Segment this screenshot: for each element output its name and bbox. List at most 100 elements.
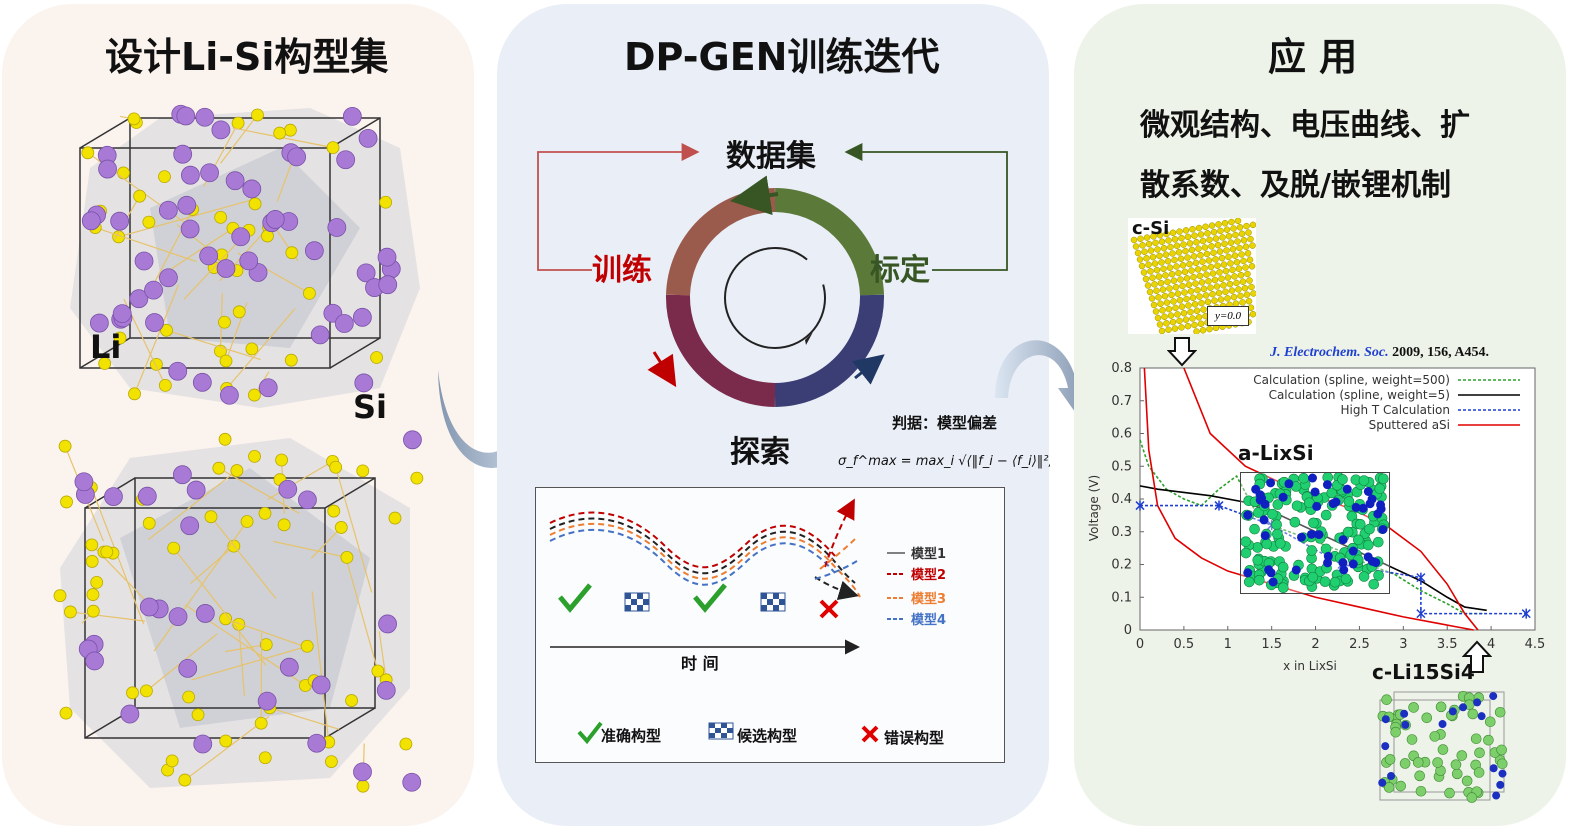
si-atom xyxy=(1387,771,1396,780)
legend-entry: High T Calculation xyxy=(1341,403,1450,417)
li-atom xyxy=(1381,694,1392,705)
si-atom xyxy=(182,690,196,704)
exploration-trajectories: 模型1 模型2 模型3 模型4 时 间 准确构型 候选构型 错误构型 xyxy=(549,498,946,747)
li-atom xyxy=(1467,708,1479,720)
li-atom xyxy=(1429,731,1441,742)
si-atom xyxy=(1179,282,1186,290)
li-atom xyxy=(298,490,317,510)
si-atom xyxy=(345,694,358,707)
si-atom xyxy=(1162,251,1170,258)
si-atom xyxy=(356,779,370,793)
si-atom xyxy=(1378,778,1387,787)
legend-entry: Calculation (spline, weight=500) xyxy=(1253,373,1450,387)
li-atom xyxy=(304,241,324,261)
si-atom xyxy=(1231,273,1238,280)
si-atom xyxy=(1187,288,1195,295)
si-atom xyxy=(165,754,179,768)
si-atom xyxy=(1163,230,1170,238)
li-atom xyxy=(342,106,362,126)
si-atom xyxy=(1323,551,1333,561)
y-tick-label: 0.2 xyxy=(1111,558,1132,573)
bond xyxy=(184,716,270,781)
legend-candidate: 候选构型 xyxy=(737,727,797,745)
si-atom xyxy=(1249,221,1256,229)
si-atom xyxy=(245,342,259,356)
bond xyxy=(225,644,267,653)
si-atom xyxy=(324,755,338,768)
si-atom xyxy=(1233,279,1240,287)
si-atom xyxy=(1145,240,1153,248)
li-atom xyxy=(1484,716,1496,728)
li-atom xyxy=(307,733,327,753)
si-atom xyxy=(1225,232,1233,240)
si-atom xyxy=(1224,295,1231,302)
series-line xyxy=(1139,439,1483,615)
x-tick-label: 4 xyxy=(1487,637,1495,652)
li-atom xyxy=(287,147,307,167)
si-atom xyxy=(259,638,273,651)
si-atom xyxy=(1190,253,1198,260)
li-atom xyxy=(1437,744,1449,755)
si-atom xyxy=(149,357,163,371)
li-atom xyxy=(1414,770,1425,782)
li-atom xyxy=(1406,734,1418,745)
si-atom xyxy=(371,664,385,678)
si-atom xyxy=(1202,292,1210,299)
si-atom xyxy=(1165,237,1172,244)
dpgen-cycle-diagram: 数据集 训练 标定 探索 判据：模型偏差 σ_f^max = max_i √⟨‖… xyxy=(537,139,1050,470)
li-si-crystal-top xyxy=(70,104,420,408)
si-atom xyxy=(1191,232,1198,239)
si-atom xyxy=(1214,241,1222,249)
li-atom xyxy=(378,275,398,295)
si-atom xyxy=(1154,246,1161,253)
y-tick-label: 0.8 xyxy=(1111,361,1132,376)
si-atom xyxy=(1322,480,1332,490)
si-atom xyxy=(1241,284,1249,292)
si-atom xyxy=(1229,266,1236,274)
si-atom xyxy=(1158,259,1165,266)
si-atom xyxy=(1158,238,1166,245)
si-atom xyxy=(1136,256,1144,263)
li-atom xyxy=(110,211,130,231)
si-atom xyxy=(1381,715,1390,724)
li-atom xyxy=(1252,554,1264,566)
li-atom xyxy=(1275,538,1286,549)
bond xyxy=(153,521,248,652)
si-atom xyxy=(1156,252,1163,260)
si-atom xyxy=(142,516,156,530)
bond xyxy=(226,308,296,389)
si-atom xyxy=(232,305,246,319)
li-atom xyxy=(1358,475,1370,486)
si-atom xyxy=(1358,503,1368,513)
si-atom xyxy=(1176,228,1183,235)
si-atom xyxy=(1205,277,1212,285)
criterion-label: 判据：模型偏差 xyxy=(892,414,997,432)
si-atom xyxy=(81,146,95,160)
si-atom xyxy=(1400,709,1409,718)
c-li15si4-label: c-Li15Si4 xyxy=(1372,660,1475,684)
si-atom xyxy=(1242,264,1249,271)
bond xyxy=(210,516,277,600)
si-atom xyxy=(1147,247,1155,254)
si-atom xyxy=(1243,291,1251,298)
si-atom xyxy=(1239,278,1247,285)
si-atom xyxy=(214,210,228,224)
si-atom xyxy=(1218,275,1225,283)
li-atom xyxy=(1307,571,1319,583)
si-atom xyxy=(1178,324,1185,331)
si-atom xyxy=(1240,257,1247,265)
si-atom xyxy=(1251,484,1261,494)
si-atom xyxy=(300,639,314,653)
si-atom xyxy=(1169,229,1177,237)
bond xyxy=(335,467,373,593)
li-atom xyxy=(129,289,149,309)
si-atom xyxy=(1223,226,1231,233)
si-atom xyxy=(1297,532,1307,542)
li-atom xyxy=(220,385,239,405)
si-atom xyxy=(1184,233,1192,241)
si-atom xyxy=(1167,243,1174,251)
si-atom xyxy=(1198,299,1205,307)
panel3-title: 应 用 xyxy=(1268,35,1358,79)
si-atom xyxy=(1155,294,1162,301)
si-atom xyxy=(1381,742,1390,751)
